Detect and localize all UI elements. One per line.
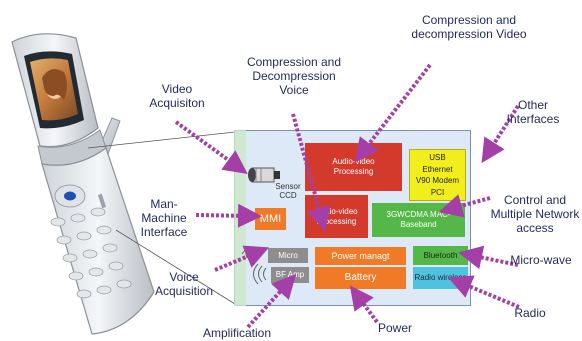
label-compression-voice: Compression and Decompression Voice (246, 55, 342, 97)
micro-block: Micro (268, 248, 308, 263)
interface-v90-modem: V90 Modem (415, 176, 460, 186)
interface-pci: PCI (430, 187, 445, 197)
audio-video-processing-top: Audio-video Processing (305, 143, 402, 191)
label-other-interfaces: Other Interfaces (506, 98, 560, 126)
interface-ethernet: Ethernet (422, 164, 453, 174)
label-man-machine-interface: Man-Machine Interface (140, 197, 188, 239)
label-compression-video: Compression and decompression Video (411, 13, 527, 41)
battery-block: Battery (315, 267, 406, 289)
label-voice-acquisition: Voice Acquisition (154, 270, 214, 298)
label-micro-wave: Micro-wave (510, 253, 572, 267)
interface-usb: USB (429, 153, 446, 163)
label-radio: Radio (514, 306, 546, 320)
bluetooth-block: Bluetooth (413, 246, 468, 265)
label-power: Power (377, 321, 412, 335)
label-video-acquisition: Video Acquisiton (149, 82, 205, 110)
sensor-ccd-label: Sensor CCD (275, 182, 301, 200)
label-control-network-access: Control and Multiple Network access (490, 193, 580, 235)
mmi-block: MMI (255, 208, 286, 230)
interfaces-block: USB Ethernet V90 Modem PCI (409, 149, 466, 201)
label-amplification: Amplification (202, 326, 272, 340)
power-management-block: Power managt (315, 247, 406, 265)
